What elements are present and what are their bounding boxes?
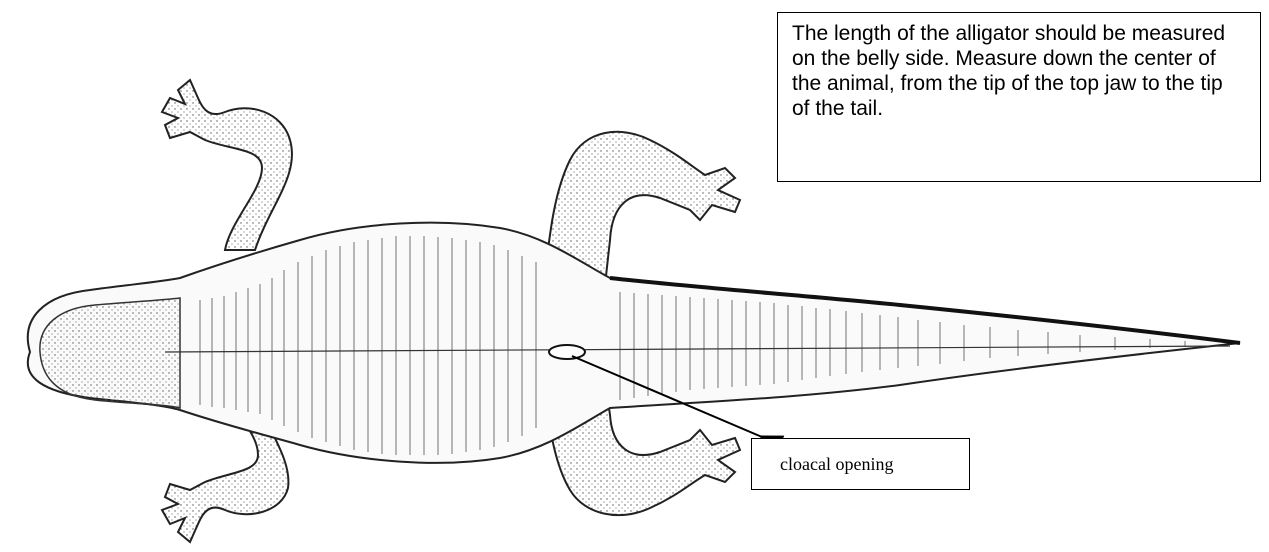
cloacal-opening-mark [549, 345, 585, 359]
front-left-leg [162, 80, 292, 250]
measurement-instructions: The length of the alligator should be me… [777, 12, 1261, 182]
cloacal-opening-label: cloacal opening [751, 438, 970, 490]
cloacal-opening-label-text: cloacal opening [780, 454, 893, 475]
measurement-instructions-text: The length of the alligator should be me… [792, 22, 1225, 120]
